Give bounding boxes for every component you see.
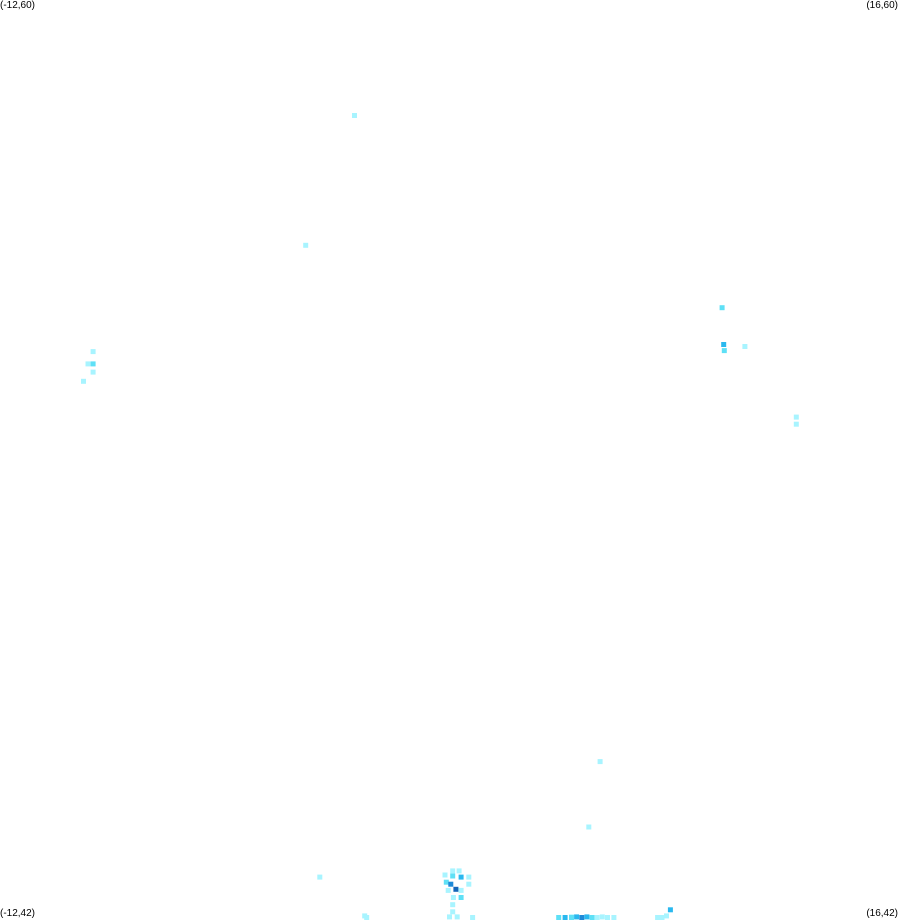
precipitation-cell [450, 902, 456, 908]
precipitation-cells [81, 113, 799, 920]
precipitation-cell [655, 915, 661, 920]
precipitation-cell [584, 914, 590, 920]
corner-label-top-left: (-12,60) [0, 0, 36, 11]
precipitation-cell [352, 113, 357, 118]
precipitation-cell [447, 914, 452, 920]
precipitation-cell [303, 242, 309, 248]
precipitation-cell [90, 361, 96, 367]
precipitation-cell [450, 868, 456, 874]
precipitation-cell [586, 824, 592, 830]
precipitation-cell [448, 881, 454, 887]
precipitation-cell [579, 915, 585, 920]
corner-label-bottom-left: (-12,42) [0, 908, 36, 919]
precipitation-cell [721, 348, 727, 354]
precipitation-cell [742, 344, 748, 349]
precipitation-cell [458, 874, 464, 880]
precipitation-cell [793, 414, 799, 420]
precipitation-cell [317, 874, 323, 880]
precipitation-cell [597, 759, 603, 765]
precipitation-cell [721, 342, 727, 347]
precipitation-cell [454, 914, 460, 920]
precipitation-cell [667, 907, 673, 913]
precipitation-cell [470, 915, 476, 920]
precipitation-cell [659, 915, 665, 920]
precipitation-cell [456, 868, 462, 874]
precipitation-cell [556, 915, 562, 920]
corner-label-top-right: (16,60) [866, 0, 898, 11]
precipitation-cell [443, 879, 449, 885]
precipitation-cell [85, 361, 91, 367]
precipitation-cell [594, 915, 600, 920]
precipitation-cell [450, 873, 456, 879]
precipitation-cell [562, 915, 568, 920]
precipitation-cell [466, 881, 472, 887]
precipitation-cell [605, 915, 610, 920]
precipitation-cell [589, 915, 595, 920]
corner-label-bottom-right: (16,42) [866, 908, 898, 919]
precipitation-cell [442, 872, 448, 878]
precipitation-cell [445, 887, 451, 893]
precipitation-cell [664, 913, 669, 919]
precipitation-cell [458, 887, 464, 893]
precipitation-cell [364, 915, 370, 920]
precipitation-cell [450, 895, 456, 900]
precipitation-cell [81, 378, 86, 384]
precipitation-cell [90, 349, 96, 355]
precipitation-cell [90, 369, 96, 375]
precipitation-cell [453, 886, 459, 892]
precipitation-cell [793, 421, 799, 427]
precipitation-cell [574, 914, 580, 920]
precipitation-cell [450, 909, 456, 915]
precipitation-cell [569, 915, 574, 920]
precipitation-cell [466, 874, 472, 880]
precipitation-cell [458, 895, 464, 900]
precipitation-cell [599, 914, 605, 920]
precipitation-cell [719, 305, 725, 311]
precipitation-cell [611, 915, 617, 920]
